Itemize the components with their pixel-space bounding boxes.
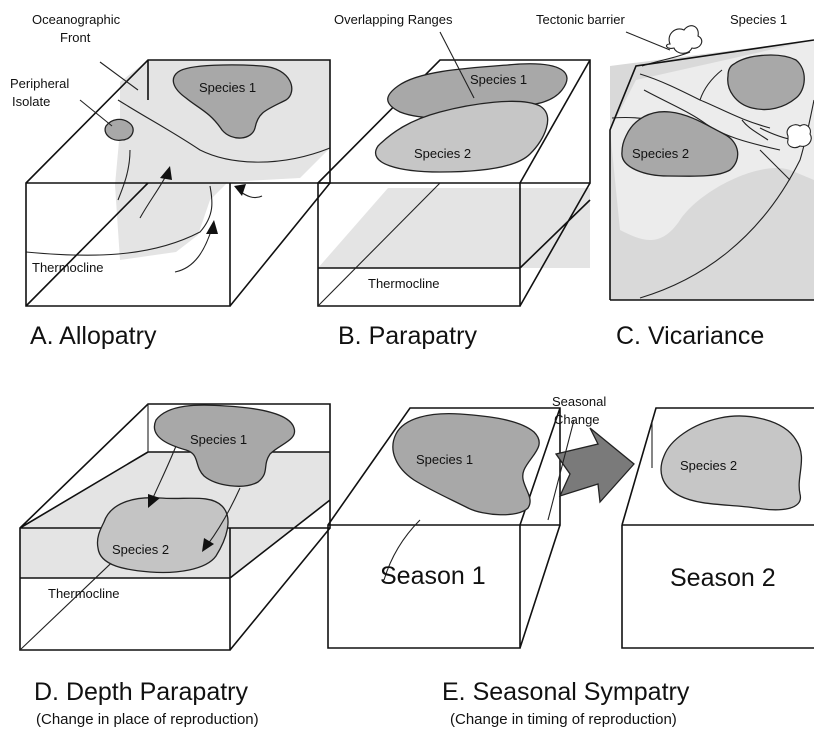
panel-e-species1-label: Species 1 [416,452,473,467]
panel-c-species2-label: Species 2 [632,146,689,161]
panel-e-season1-label: Season 1 [380,562,486,590]
panel-b-ranges-label: Overlapping Ranges [334,12,453,27]
panel-c-barrier-label: Tectonic barrier [536,12,626,27]
panel-d-species2-range [97,498,228,573]
panel-e-seasonal-change-arrow [556,428,634,502]
panel-e-species2-label: Species 2 [680,458,737,473]
panel-b-title: B. Parapatry [338,322,477,350]
panel-e-subtitle: (Change in timing of reproduction) [450,711,677,728]
panel-d-species1-label: Species 1 [190,432,247,447]
panel-a-isolate-leader [80,100,112,126]
panel-c-island-right [787,125,811,148]
panel-a-front-label-line2: Front [60,30,91,45]
panel-e-season2-label: Season 2 [670,564,776,592]
panel-a-peripheral-isolate [105,119,133,140]
panel-a-isolate-label-line2: Isolate [12,94,50,109]
panel-d-title: D. Depth Parapatry [34,678,248,706]
panel-a: Oceanographic Front Peripheral Isolate S… [10,12,330,350]
panel-c-title: C. Vicariance [616,322,764,350]
panel-c-barrier-leader [626,32,670,50]
panel-d-thermocline-label: Thermocline [48,586,120,601]
panel-b-thermocline-label: Thermocline [368,276,440,291]
panel-b-species1-label: Species 1 [470,72,527,87]
panel-c-species1-label: Species 1 [730,12,787,27]
panel-a-isolate-label-line1: Peripheral [10,76,69,91]
panel-e: Seasonal Change Species 1 Species 2 Seas… [328,394,814,728]
panel-b-species2-label: Species 2 [414,146,471,161]
panel-b: Overlapping Ranges Species 1 Species 2 T… [318,12,590,350]
panel-c: Tectonic barrier Species 1 Species 2 C. … [536,12,814,350]
panel-d: Species 1 Species 2 Thermocline D. Depth… [20,404,330,728]
panel-d-species2-label: Species 2 [112,542,169,557]
panel-e-title: E. Seasonal Sympatry [442,678,690,706]
panel-e-change-label-line1: Seasonal [552,394,606,409]
panel-a-species1-label: Species 1 [199,80,256,95]
panel-a-front-label-line1: Oceanographic [32,12,121,27]
panel-a-title: A. Allopatry [30,322,157,350]
panel-a-thermocline-label: Thermocline [32,260,104,275]
panel-c-island-top [667,26,702,54]
panel-e-change-label-line2: Change [554,412,600,427]
panel-d-subtitle: (Change in place of reproduction) [36,711,259,728]
